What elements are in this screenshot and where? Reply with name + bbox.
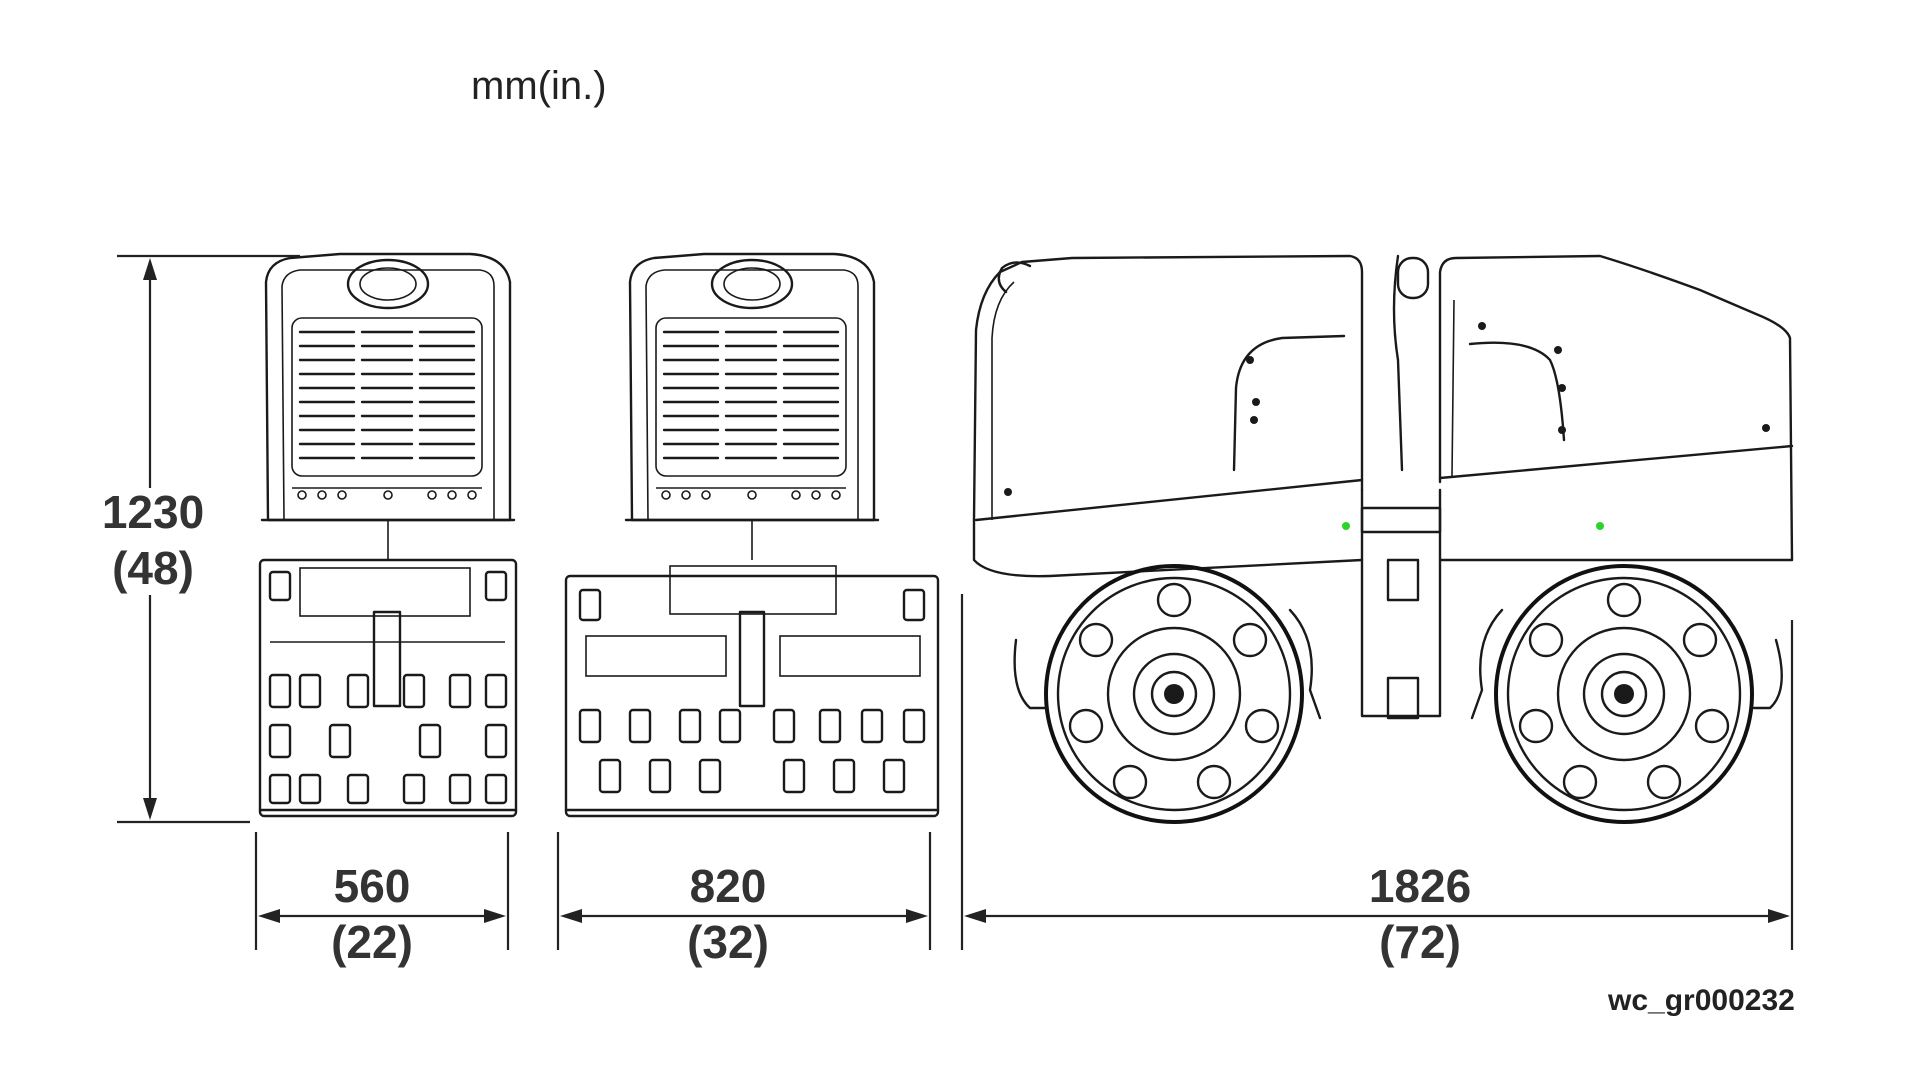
length-mm-value: 1826 [1368, 860, 1472, 912]
figure-id: wc_gr000232 [1608, 984, 1795, 1017]
height-dimension-label: 1230 (48) [88, 484, 218, 596]
width-narrow-dimension-line [254, 832, 510, 950]
width-wide-mm-value: 820 [689, 860, 767, 912]
length-in-value: (72) [1379, 916, 1461, 968]
height-mm-value: 1230 [101, 486, 205, 538]
width-wide-dimension-line [556, 832, 932, 950]
side-view [972, 254, 1794, 824]
front-view-wide-drum [564, 252, 940, 818]
height-in-value: (48) [112, 542, 194, 594]
height-dimension-line [117, 254, 300, 824]
length-dimension-line [960, 594, 1794, 950]
width-wide-in-value: (32) [687, 916, 769, 968]
front-view-narrow-drum [258, 252, 518, 818]
length-dimension-label: 1826 (72) [1340, 858, 1500, 970]
width-narrow-mm-value: 560 [333, 860, 411, 912]
width-narrow-dimension-label: 560 (22) [302, 858, 442, 970]
width-wide-dimension-label: 820 (32) [658, 858, 798, 970]
width-narrow-in-value: (22) [331, 916, 413, 968]
units-label: mm(in.) [471, 64, 607, 108]
